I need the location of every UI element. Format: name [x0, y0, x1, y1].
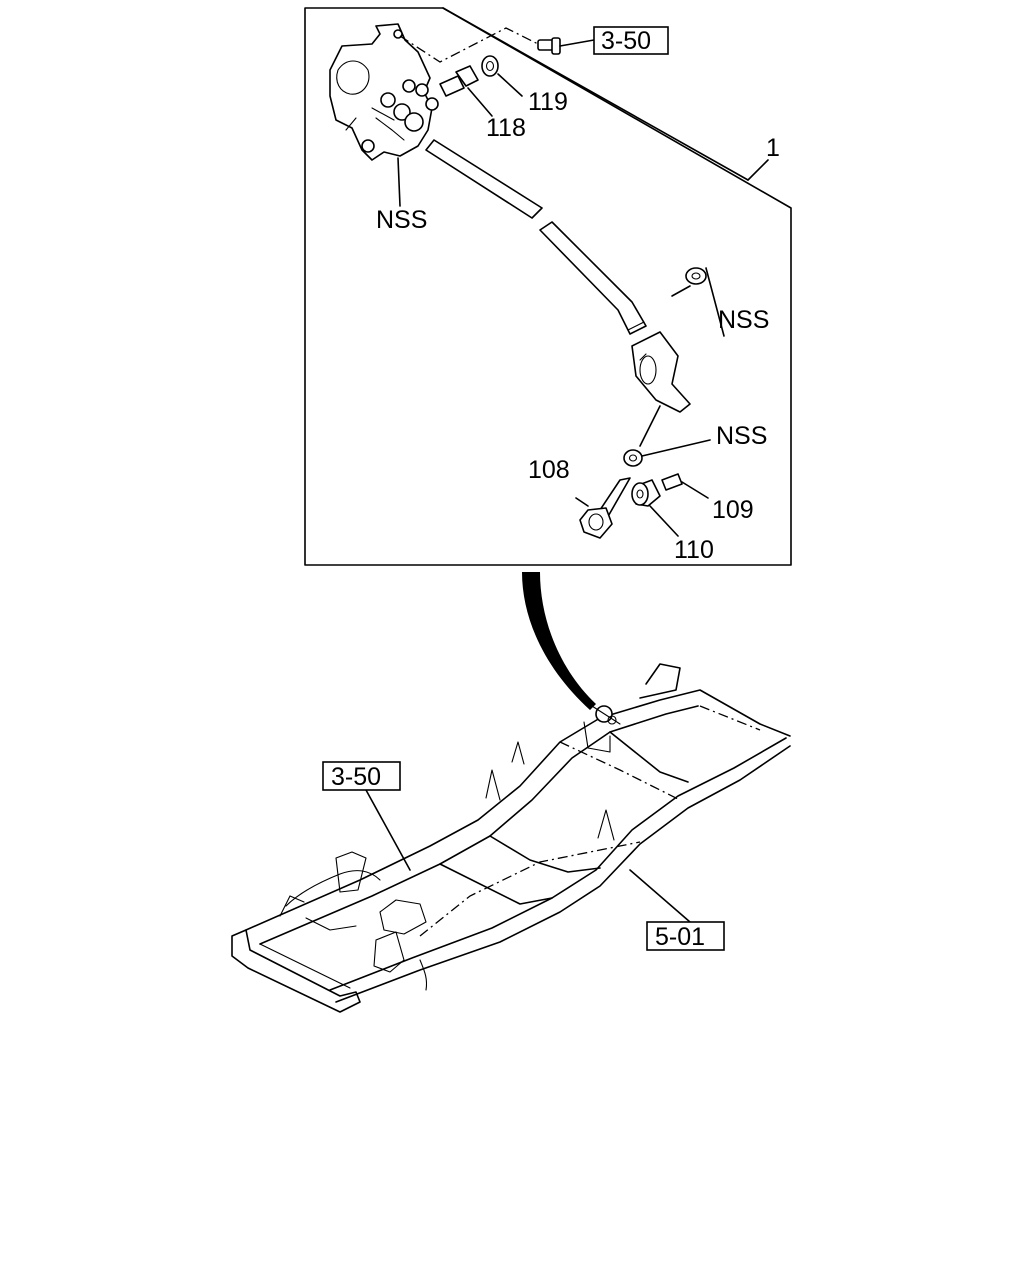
- label-108: 108: [528, 456, 570, 484]
- label-119: 119: [528, 88, 568, 116]
- mounting-bracket: [631, 331, 691, 413]
- nut-nss-lower: [623, 449, 643, 467]
- washer-119: [481, 55, 523, 97]
- label-109: 109: [712, 496, 754, 524]
- nut-nss-upper: [685, 267, 707, 285]
- drag-link-shaft: [425, 139, 647, 335]
- detail-inset: [304, 7, 792, 566]
- label-nss-mid: NSS: [718, 306, 769, 334]
- detail-connector: [522, 572, 596, 710]
- label-118: 118: [486, 114, 526, 142]
- steering-gear-housing: [329, 23, 439, 161]
- ref-3-50-top-label: 3-50: [601, 27, 651, 55]
- label-nss-low: NSS: [716, 422, 767, 450]
- ref-box-3-50-top[interactable]: 3-50: [593, 26, 669, 55]
- label-1: 1: [766, 134, 780, 162]
- u-bolt-108: [579, 477, 631, 539]
- ref-5-01-label: 5-01: [655, 923, 705, 951]
- label-nss-top: NSS: [376, 206, 427, 234]
- ref-3-50-frame-label: 3-50: [331, 763, 381, 791]
- bolt-118: [439, 65, 493, 117]
- bushing-110: [631, 479, 661, 507]
- ref-box-5-01[interactable]: 5-01: [646, 921, 725, 951]
- label-110: 110: [674, 536, 714, 564]
- vehicle-frame: [231, 663, 791, 1013]
- bolt-3-50: [537, 37, 595, 55]
- pin-109: [661, 473, 683, 491]
- ref-box-3-50-frame[interactable]: 3-50: [322, 761, 401, 791]
